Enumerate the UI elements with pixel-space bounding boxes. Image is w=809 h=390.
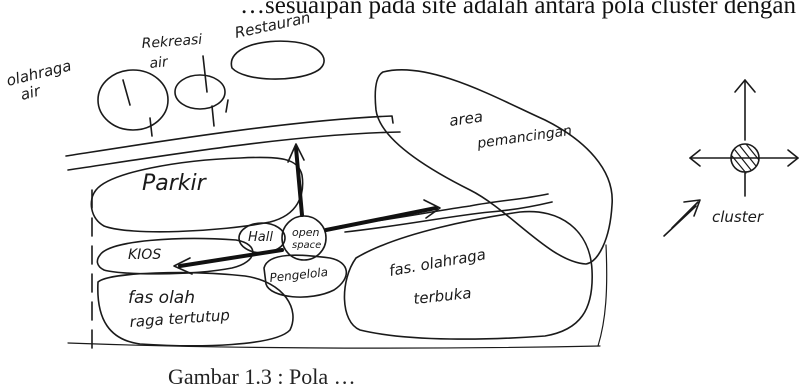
label-fas-terbuka-2: terbuka [413, 284, 473, 308]
label-fas-tertutup-2: raga tertutup [129, 306, 230, 331]
fas-olahraga-terbuka-zone [344, 212, 592, 340]
circulation-arrows [174, 144, 440, 274]
label-open-space-2: space [292, 240, 321, 251]
label-olahraga-air-2: air [19, 81, 43, 103]
label-fas-terbuka-1: fas. olahraga [388, 245, 488, 280]
figure-caption: Gambar 1.3 : Pola … [168, 364, 356, 390]
label-pengelola: Pengelola [269, 265, 329, 285]
road-top-line-2 [68, 132, 400, 170]
label-rekreasi-air-2: air [149, 54, 170, 72]
label-kios: KIOS [128, 247, 161, 263]
cluster-arrow-icon [664, 200, 700, 236]
label-hall: Hall [248, 230, 273, 245]
site-plan-sketch: olahraga air Rekreasi air Restauran area… [0, 0, 809, 381]
tree-rekreasi-air [175, 56, 225, 126]
tree-restauran [226, 41, 324, 112]
road-top-line-1 [66, 116, 393, 156]
label-restauran: Restauran [233, 8, 312, 42]
label-open-space-1: open [292, 226, 319, 239]
label-area-pemancingan-2: pemancingan [475, 123, 573, 152]
label-cluster: cluster [712, 208, 764, 226]
label-rekreasi-air-1: Rekreasi [141, 32, 203, 52]
label-olahraga-air-1: olahraga [5, 56, 74, 89]
tree-olahraga-air [98, 70, 168, 136]
road-right-edge [598, 245, 607, 346]
compass-icon [690, 80, 798, 196]
label-parkir: Parkir [142, 171, 208, 196]
label-area-pemancingan-1: area [448, 107, 484, 130]
label-fas-tertutup-1: fas olah [128, 288, 195, 308]
